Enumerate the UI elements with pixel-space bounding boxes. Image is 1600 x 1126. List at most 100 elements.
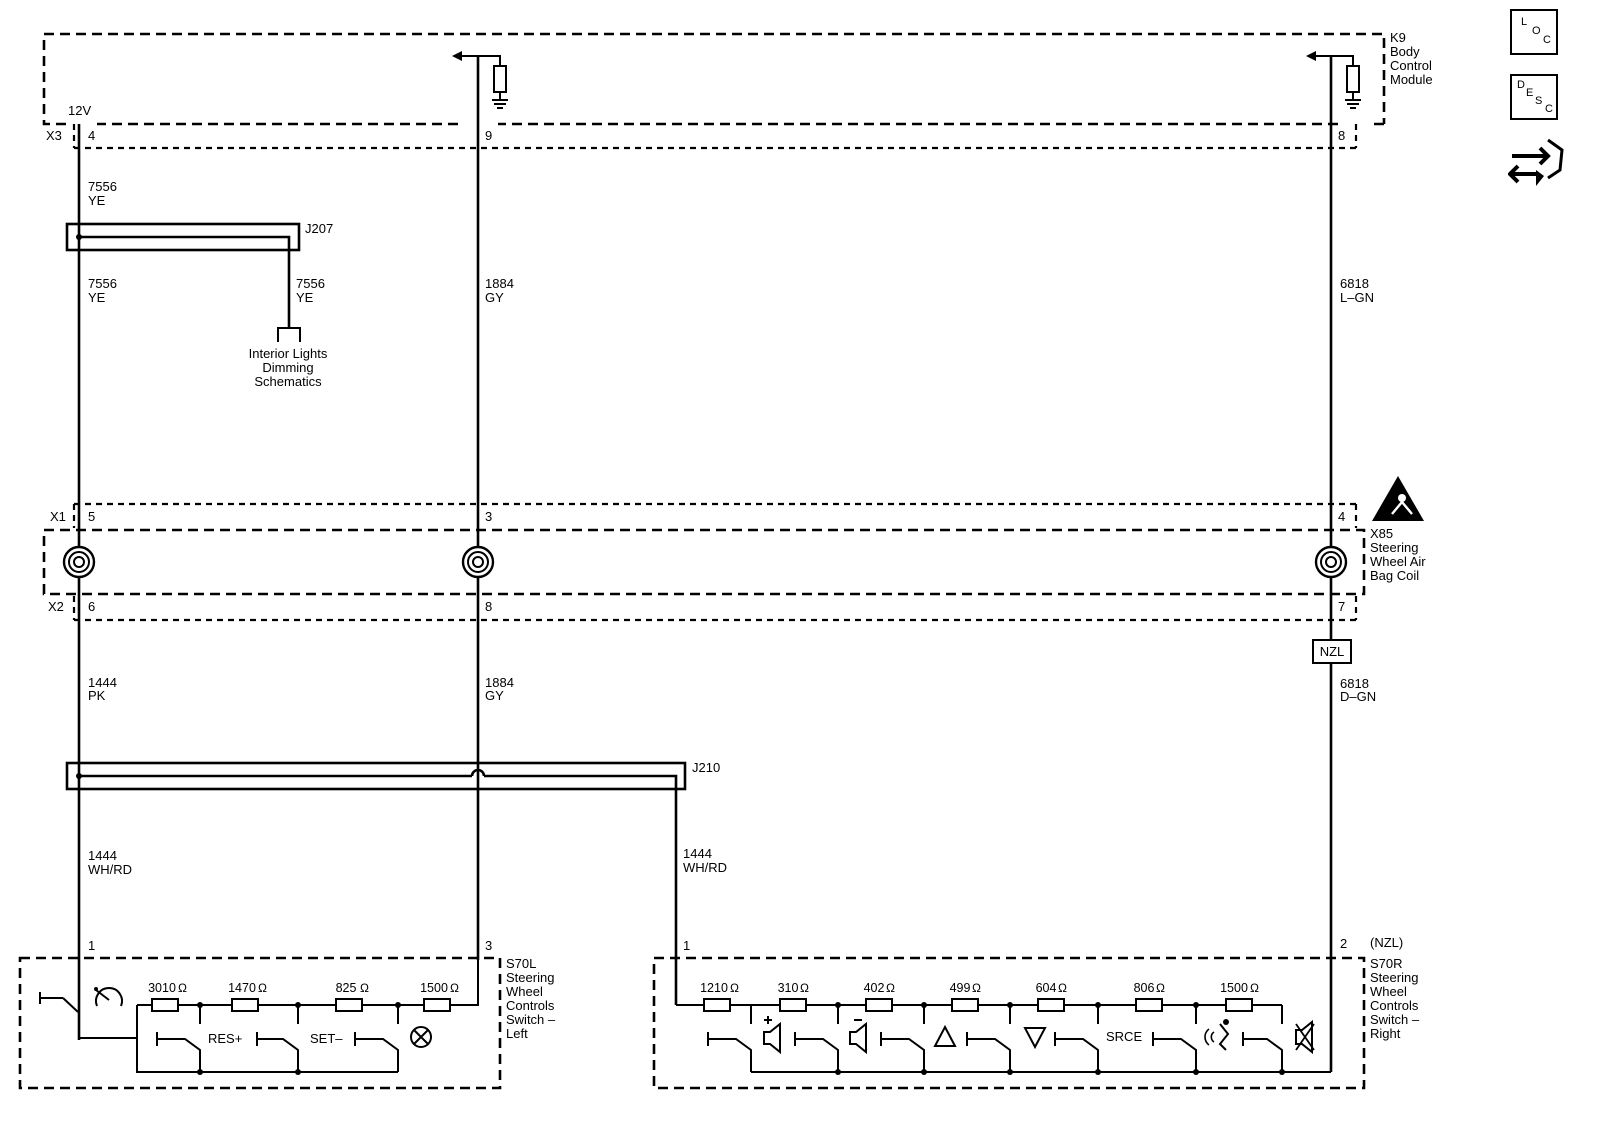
wire-7556-branch-color: YE bbox=[296, 290, 314, 305]
switch-r-5 bbox=[1054, 1005, 1099, 1072]
ohm-r2: Ω bbox=[800, 981, 809, 995]
wire-1884-mid-num: 1884 bbox=[485, 675, 514, 690]
ohm-l1: Ω bbox=[178, 981, 187, 995]
loc-letter-o: O bbox=[1532, 25, 1541, 37]
switch-srce-label: SRCE bbox=[1106, 1029, 1142, 1044]
switch-r-4 bbox=[966, 1005, 1011, 1072]
switch-r-3 bbox=[880, 1005, 925, 1072]
pin-x3-mid: 9 bbox=[485, 128, 492, 143]
pin-x1-right: 4 bbox=[1338, 509, 1345, 524]
switch-l-a bbox=[156, 1005, 201, 1072]
splice-j207-label: J207 bbox=[305, 221, 333, 236]
loc-button[interactable]: L O C bbox=[1510, 9, 1558, 55]
nzl-option-badge: NZL bbox=[1312, 639, 1352, 664]
bcm-name-1: Body bbox=[1390, 44, 1420, 59]
s70r-id: S70R bbox=[1370, 956, 1403, 971]
cancel-icon bbox=[410, 1026, 432, 1048]
mute-icon bbox=[1295, 1019, 1315, 1055]
desc-button[interactable]: D E S C bbox=[1510, 74, 1558, 120]
s70l-name-5: Left bbox=[506, 1026, 528, 1041]
wire-1444-right-color: WH/RD bbox=[683, 860, 727, 875]
s70l-name-3: Controls bbox=[506, 998, 555, 1013]
wire-1884-top-color: GY bbox=[485, 290, 504, 305]
desc-letter-d: D bbox=[1517, 79, 1525, 91]
coil-name-3: Bag Coil bbox=[1370, 568, 1419, 583]
airbag-warning-icon[interactable] bbox=[1372, 476, 1424, 521]
switch-set-label: SET– bbox=[310, 1031, 343, 1046]
bcm-name-3: Module bbox=[1390, 72, 1433, 87]
connector-x1: X1 bbox=[50, 509, 66, 524]
wire-6818-bottom-color: D–GN bbox=[1340, 689, 1376, 704]
clock-spring-mid-icon bbox=[461, 545, 495, 579]
switch-r-7 bbox=[1242, 1005, 1283, 1072]
seek-up-icon bbox=[933, 1024, 957, 1047]
s70l-name-1: Steering bbox=[506, 970, 554, 985]
wire-1444-mid-color: PK bbox=[88, 688, 106, 703]
desc-letter-e: E bbox=[1526, 87, 1534, 99]
voice-icon bbox=[1204, 1019, 1230, 1051]
resistor-r2-value: 310 bbox=[778, 981, 799, 995]
s70r-name-1: Steering bbox=[1370, 970, 1418, 985]
loc-letter-c: C bbox=[1543, 34, 1551, 46]
wire-1884-mid-color: GY bbox=[485, 688, 504, 703]
switch-l-b bbox=[256, 1005, 299, 1072]
clock-spring-right-icon bbox=[1314, 545, 1348, 579]
coil-name-2: Wheel Air bbox=[1370, 554, 1426, 569]
pin-x3-right: 8 bbox=[1338, 128, 1345, 143]
resistor-r4 bbox=[951, 998, 979, 1012]
wire-1444-mid-num: 1444 bbox=[88, 675, 117, 690]
ohm-r4: Ω bbox=[972, 981, 981, 995]
switch-r-6 bbox=[1152, 1005, 1197, 1072]
wire-7556-left-color: YE bbox=[88, 290, 106, 305]
wire-6818-bottom-num: 6818 bbox=[1340, 676, 1369, 691]
pin-x2-left: 6 bbox=[88, 599, 95, 614]
ohm-l4: Ω bbox=[450, 981, 459, 995]
ohm-l2: Ω bbox=[258, 981, 267, 995]
pin-s70l-1: 1 bbox=[88, 938, 95, 953]
loc-letter-l: L bbox=[1521, 16, 1528, 28]
bcm-output-right bbox=[1306, 51, 1361, 109]
s70r-resistors bbox=[703, 998, 1285, 1075]
wire-6818-top-num: 6818 bbox=[1340, 276, 1369, 291]
s70l-ladder-return bbox=[136, 1005, 398, 1073]
resistor-r5-value: 604 bbox=[1036, 981, 1057, 995]
pin-x3-left: 4 bbox=[88, 128, 95, 143]
seek-down-icon bbox=[1023, 1027, 1047, 1050]
resistor-l1-value: 3010 bbox=[148, 981, 176, 995]
volume-down-icon bbox=[849, 1019, 867, 1055]
connector-x2: X2 bbox=[48, 599, 64, 614]
pin-x2-mid: 8 bbox=[485, 599, 492, 614]
ohm-r7: Ω bbox=[1250, 981, 1259, 995]
switch-right-module: 1 2 (NZL) S70R Steering Wheel Controls S… bbox=[652, 935, 1420, 1090]
pin-s70r-2: 2 bbox=[1340, 936, 1347, 951]
resistor-r6 bbox=[1135, 998, 1163, 1012]
splice-j210: J210 bbox=[65, 760, 720, 1005]
wire-7556-left-num: 7556 bbox=[88, 276, 117, 291]
resistor-r3 bbox=[865, 998, 893, 1012]
bcm-output-mid bbox=[452, 51, 508, 109]
wire-6818-top-color: L–GN bbox=[1340, 290, 1374, 305]
bcm-name-2: Control bbox=[1390, 58, 1432, 73]
switch-left-module: 1 3 S70L Steering Wheel Controls Switch … bbox=[18, 938, 556, 1090]
coil-name-1: Steering bbox=[1370, 540, 1418, 555]
cruise-on-switch bbox=[39, 992, 137, 1039]
volume-up-icon bbox=[763, 1016, 781, 1055]
desc-letter-s: S bbox=[1535, 95, 1543, 107]
s70l-id: S70L bbox=[506, 956, 536, 971]
wire-1884-top-num: 1884 bbox=[485, 276, 514, 291]
s70l-resistors bbox=[151, 998, 451, 1075]
s70r-name-2: Wheel bbox=[1370, 984, 1407, 999]
airbag-coil-module: X1 X2 5 3 4 6 8 7 X85 Steering Wheel Air… bbox=[42, 502, 1426, 622]
ohm-r6: Ω bbox=[1156, 981, 1165, 995]
wire-1444-right-num: 1444 bbox=[683, 846, 712, 861]
ohm-r1: Ω bbox=[730, 981, 739, 995]
pin-s70l-3: 3 bbox=[485, 938, 492, 953]
s70r-name-4: Switch – bbox=[1370, 1012, 1420, 1027]
s70r-option: (NZL) bbox=[1370, 935, 1403, 950]
resistor-r5 bbox=[1037, 998, 1065, 1012]
wire-7556-top-color: YE bbox=[88, 193, 106, 208]
resistor-l2-value: 1470 bbox=[228, 981, 256, 995]
connector-end-view-icon[interactable] bbox=[1508, 134, 1568, 194]
resistor-r4-value: 499 bbox=[950, 981, 971, 995]
